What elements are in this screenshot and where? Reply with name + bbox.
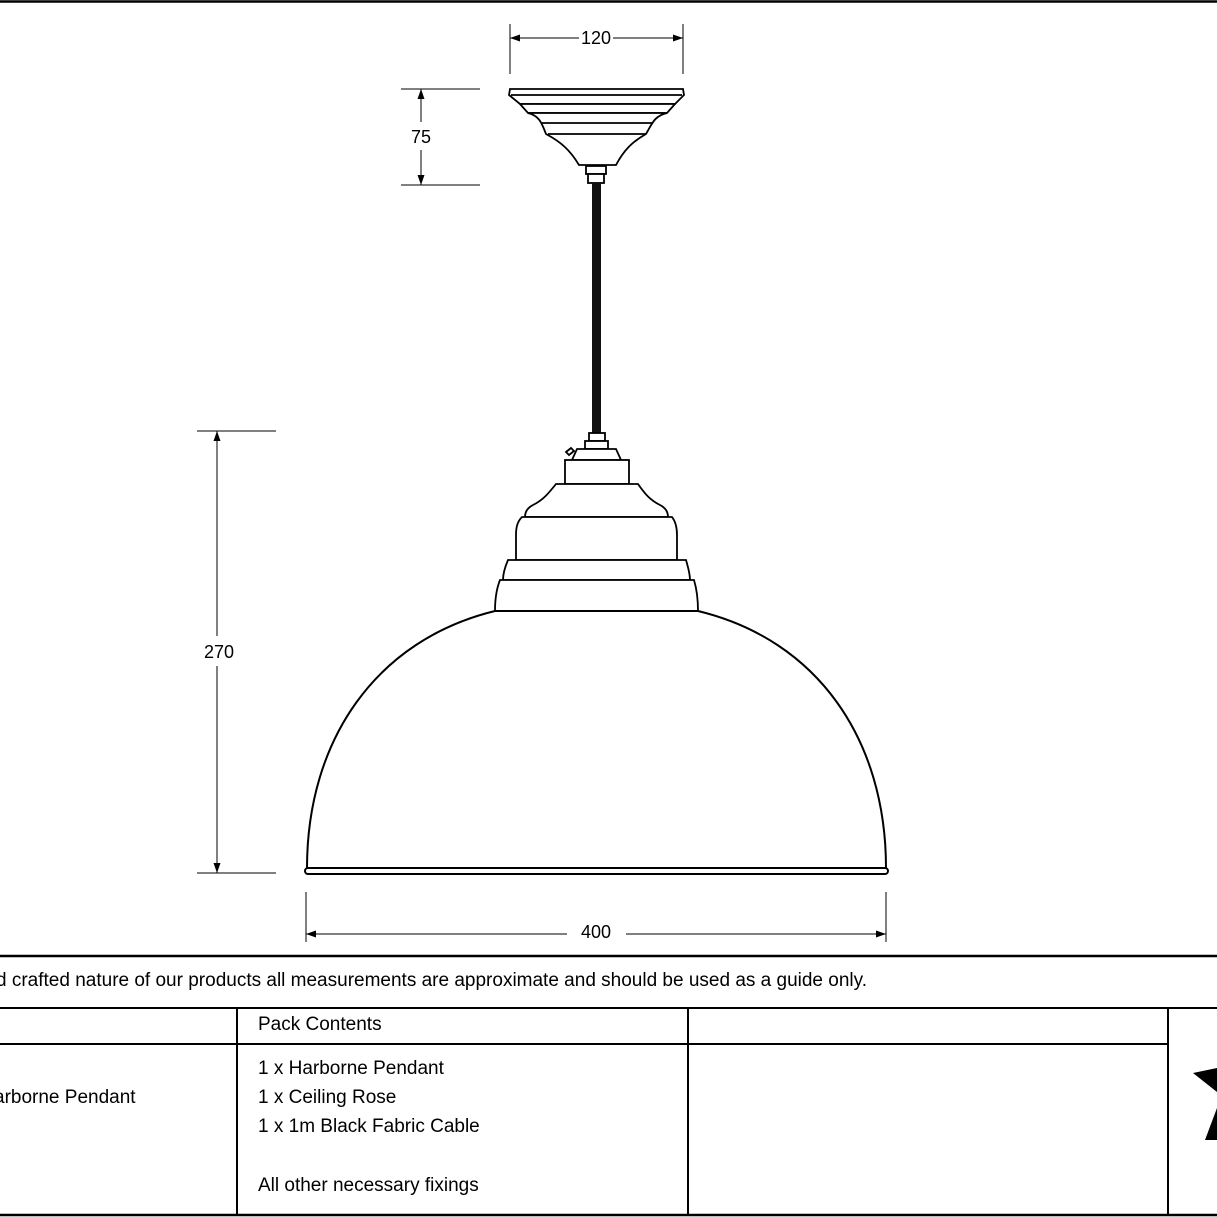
pack-item: All other necessary fixings xyxy=(258,1175,479,1196)
pack-item: 1 x Harborne Pendant xyxy=(258,1058,444,1079)
lamp-holder xyxy=(494,432,699,612)
table-grid xyxy=(0,1007,1217,1217)
table-header-pack-contents: Pack Contents xyxy=(258,1014,382,1035)
frame-lines xyxy=(0,0,1217,958)
dimension-shade-height-label: 270 xyxy=(204,642,234,662)
dimension-rose-height xyxy=(401,88,480,186)
pack-item: 1 x Ceiling Rose xyxy=(258,1087,397,1108)
measurement-disclaimer: d crafted nature of our products all mea… xyxy=(0,970,868,991)
dimension-shade-width xyxy=(305,892,887,942)
dimension-shade-width-label: 400 xyxy=(581,922,611,942)
ceiling-rose xyxy=(508,88,685,184)
pendant-shade xyxy=(304,610,889,875)
dimension-rose-height-label: 75 xyxy=(411,127,431,147)
product-name: arborne Pendant xyxy=(0,1087,136,1108)
pack-item: 1 x 1m Black Fabric Cable xyxy=(258,1116,480,1137)
logo-mark xyxy=(1193,1068,1217,1140)
dimension-shade-height xyxy=(197,430,276,874)
dimension-rose-width xyxy=(509,24,684,74)
dimension-rose-width-label: 120 xyxy=(581,28,611,48)
fabric-cable xyxy=(592,183,601,433)
